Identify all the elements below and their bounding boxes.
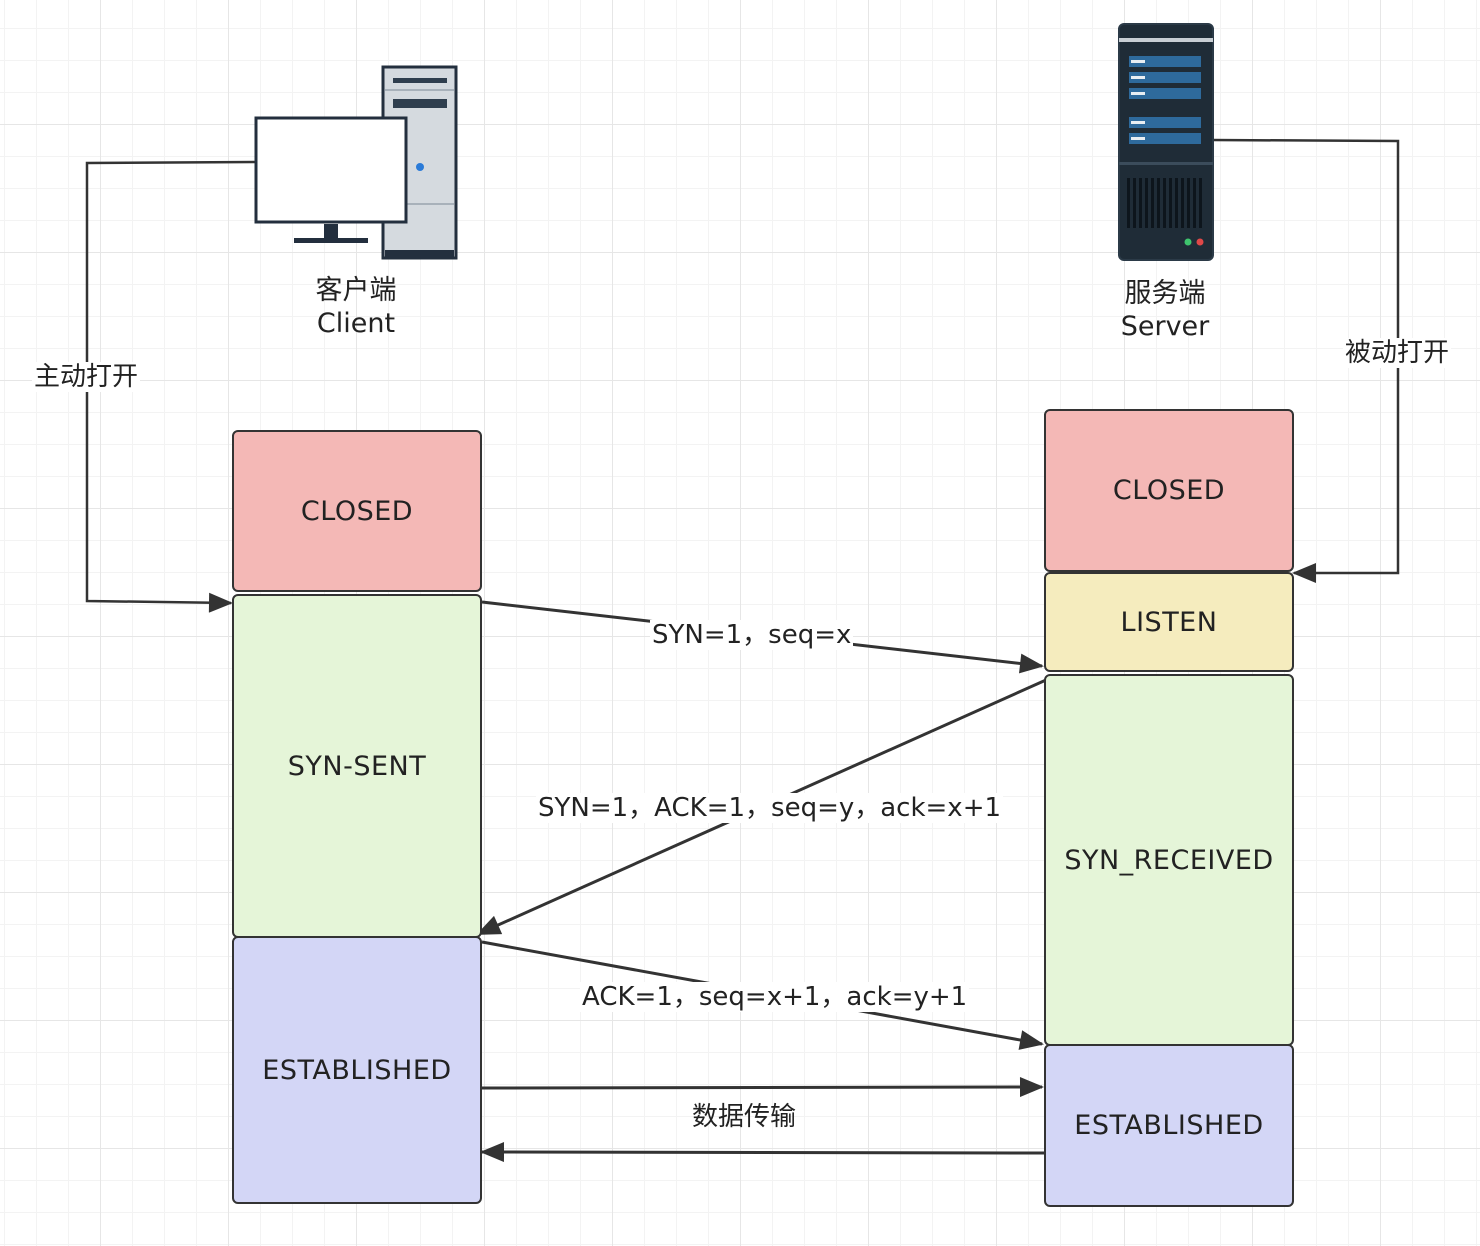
ack-message-label: ACK=1，seq=x+1，ack=y+1 [580, 982, 970, 1012]
client-state-established: ESTABLISHED [232, 936, 482, 1204]
server-state-listen: LISTEN [1044, 572, 1294, 672]
data-arrow-to-client [480, 1142, 1047, 1163]
client-state-closed: CLOSED [232, 430, 482, 592]
client-title-cn: 客户端 [315, 275, 397, 306]
active-open-label: 主动打开 [32, 362, 141, 392]
syn-message-label: SYN=1，seq=x [650, 620, 854, 650]
server-title: 服务端 Server [1055, 277, 1275, 343]
syn-ack-message-label: SYN=1，ACK=1，seq=y，ack=x+1 [536, 793, 1004, 823]
client-title: 客户端 Client [246, 274, 466, 340]
data-transfer-label: 数据传输 [692, 1102, 797, 1132]
server-rack-icon [1118, 23, 1214, 261]
server-title-cn: 服务端 [1124, 278, 1206, 309]
client-title-en: Client [316, 308, 396, 339]
server-title-en: Server [1120, 311, 1210, 342]
passive-open-label: 被动打开 [1343, 338, 1452, 368]
client-state-syn-sent: SYN-SENT [232, 594, 482, 938]
server-state-syn-received: SYN_RECEIVED [1044, 674, 1294, 1046]
client-computer-icon [254, 65, 458, 260]
data-arrow-to-server [481, 1077, 1044, 1098]
server-state-closed: CLOSED [1044, 409, 1294, 572]
server-state-established: ESTABLISHED [1044, 1044, 1294, 1207]
